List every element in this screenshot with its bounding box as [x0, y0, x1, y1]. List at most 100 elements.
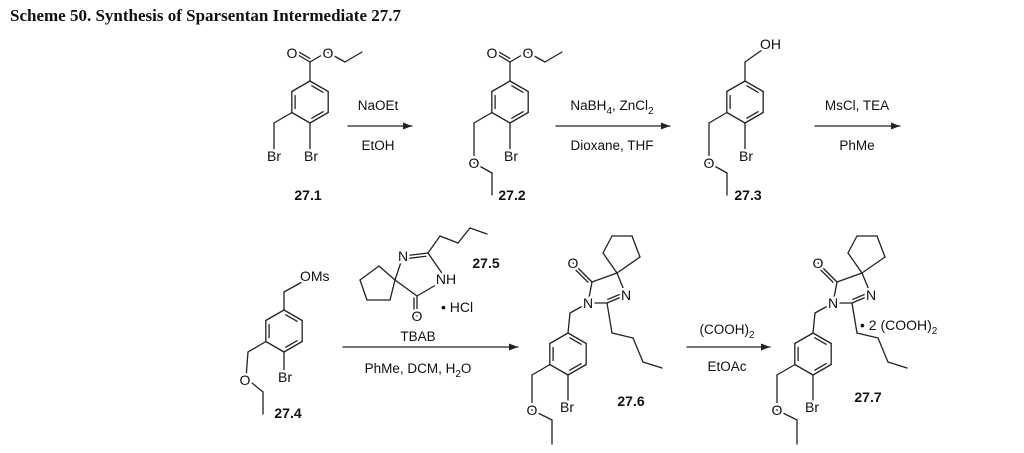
compound-label: 27.3 — [734, 187, 761, 203]
compound-27-4: OMs O Br 27.4 — [237, 266, 332, 422]
step-1-conditions: NaOEt EtOH — [358, 98, 399, 153]
reagent-below: PhMe — [839, 138, 874, 153]
bond — [832, 281, 838, 304]
ring-double-bond — [285, 314, 298, 322]
atom-n: N — [828, 295, 838, 311]
ring-bond — [389, 279, 396, 301]
ring-double-bond — [814, 337, 827, 345]
atom-br: Br — [278, 369, 292, 385]
compound-27-1: O O Br Br 27.1 — [265, 43, 337, 204]
ring-bond — [265, 340, 285, 353]
atom-oms: OMs — [300, 268, 330, 284]
bond — [509, 51, 528, 63]
ring-double-bond — [285, 340, 298, 348]
bond — [817, 266, 834, 283]
bond — [887, 361, 908, 369]
atom-o: O — [772, 402, 783, 418]
bond — [776, 363, 796, 376]
bond — [416, 278, 447, 297]
compound-27-6: O N N O Br 27.6 — [524, 253, 645, 421]
ring-bond — [359, 279, 368, 301]
ring-bond — [549, 363, 569, 376]
bond — [273, 111, 293, 124]
bond — [606, 302, 613, 334]
ring-bond — [602, 235, 613, 254]
arrowhead-icon — [761, 343, 770, 351]
bond — [492, 51, 511, 63]
bond — [469, 227, 488, 235]
bond — [394, 279, 418, 297]
compound-label: 27.1 — [294, 187, 321, 203]
ring-bond — [861, 256, 886, 274]
bond — [526, 51, 546, 63]
bond — [606, 294, 627, 304]
atom-oh: OH — [760, 36, 781, 52]
salt-subscript: 2 — [932, 326, 938, 337]
reagent-above: NaOEt — [358, 98, 399, 113]
step-4-conditions: TBAB PhMe, DCM, H2O — [365, 329, 472, 380]
reagent-above: (COOH)2 — [699, 322, 755, 341]
bond — [309, 51, 328, 63]
reagent-below: EtOH — [361, 138, 394, 153]
bond — [531, 363, 551, 376]
atom-o: O — [527, 402, 538, 418]
atom-o: O — [469, 155, 480, 171]
oxalate-salt: • 2 (COOH)2 — [860, 317, 938, 337]
atom-o: O — [487, 45, 498, 61]
bond — [591, 272, 618, 283]
hcl-salt: • HCl — [441, 299, 473, 315]
reagent-above: MsCl, TEA — [825, 98, 889, 113]
ring-bond — [549, 332, 569, 345]
ring-double-bond — [311, 85, 324, 93]
reagent-below: PhMe, DCM, H2O — [365, 361, 472, 380]
ring-bond — [291, 80, 311, 93]
ring-bond — [265, 309, 285, 322]
ring-bond — [794, 363, 814, 376]
bond — [427, 235, 441, 254]
bond — [572, 266, 589, 283]
atom-n: N — [621, 287, 631, 303]
ring-bond — [794, 332, 814, 345]
ring-double-bond — [569, 363, 582, 371]
ring-bond — [876, 235, 886, 258]
bond — [531, 409, 553, 421]
bond — [587, 281, 593, 304]
ring-bond — [283, 340, 303, 353]
ring-bond — [812, 363, 832, 376]
ring-bond — [812, 332, 832, 345]
ring-bond — [509, 111, 529, 124]
ring-bond — [359, 265, 380, 281]
bond — [439, 235, 459, 244]
bond — [427, 252, 447, 280]
scheme-title: Scheme 50. Synthesis of Sparsentan Inter… — [10, 6, 401, 25]
compound-27-2: O O O Br 27.2 — [466, 43, 536, 204]
bond — [569, 302, 589, 314]
salt-text: • 2 (COOH) — [860, 317, 932, 333]
bond — [814, 302, 834, 314]
ring-bond — [509, 80, 529, 93]
arrowhead-icon — [403, 122, 412, 130]
bond — [245, 377, 264, 393]
bond — [708, 162, 728, 174]
atom-n: N — [583, 295, 593, 311]
bond — [851, 294, 872, 304]
bond — [744, 49, 763, 63]
bond — [632, 337, 644, 363]
bond — [245, 351, 249, 379]
bond — [776, 409, 798, 421]
bond — [247, 340, 267, 353]
bond-skeleton — [245, 49, 908, 445]
bond — [344, 51, 363, 63]
ring-double-bond — [311, 111, 324, 119]
arrowhead-icon — [509, 343, 518, 351]
ring-bond — [616, 256, 641, 274]
ring-bond — [491, 80, 511, 93]
bond — [295, 49, 311, 60]
ring-bond — [744, 80, 764, 93]
bond — [402, 252, 429, 257]
compound-27-3: OH O Br 27.3 — [701, 34, 783, 204]
bond — [851, 302, 858, 334]
ring-bond — [847, 235, 858, 254]
bond — [836, 272, 863, 283]
